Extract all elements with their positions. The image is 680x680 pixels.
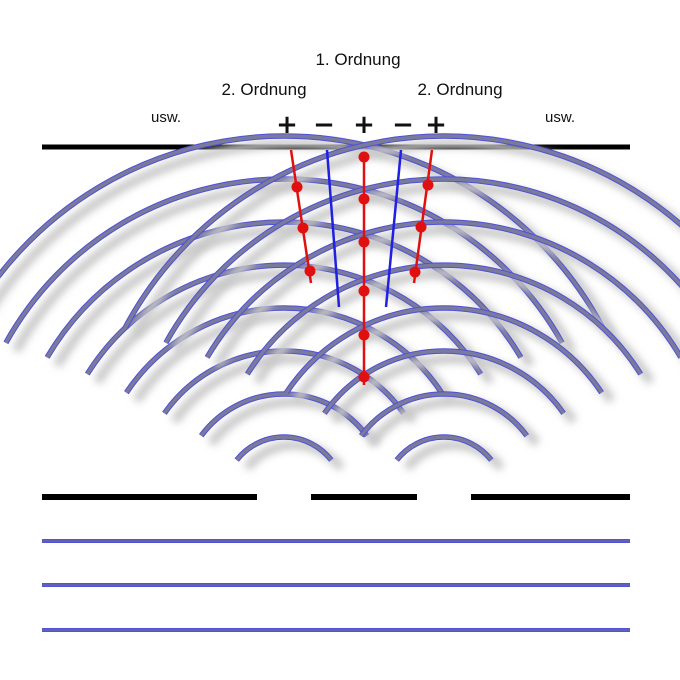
wave-shadow-right-4 — [253, 268, 655, 385]
sign-plus-right: + — [425, 110, 447, 140]
intersection-dot-0 — [358, 151, 370, 163]
intersection-dot-1 — [358, 193, 370, 205]
sign-plus-center: + — [353, 110, 375, 140]
maxima-line-2 — [412, 149, 434, 284]
sign-plus-left: + — [276, 110, 298, 140]
minima-line-0 — [325, 149, 341, 308]
intersection-dot-3 — [358, 285, 370, 297]
etc-label-right: usw. — [545, 109, 575, 126]
shadows — [55, 131, 640, 625]
wave-arc-right-7 — [123, 134, 680, 329]
wave-arc-right-1 — [359, 392, 529, 437]
intersection-dot-4 — [358, 329, 370, 341]
maxima-line-1 — [289, 149, 313, 284]
wave-arc-right-4 — [245, 263, 643, 376]
second-order-label-left: 2. Ordnung — [221, 80, 306, 99]
etc-label-left: usw. — [151, 109, 181, 126]
intersection-dot-8 — [304, 265, 316, 277]
wave-shadow-right-7 — [131, 139, 680, 338]
wave-arc-right-3 — [284, 306, 604, 394]
second-order-label-right: 2. Ordnung — [417, 80, 502, 99]
first-order-label: 1. Ordnung — [315, 50, 400, 69]
sign-minus-left: − — [313, 110, 335, 140]
wave-arc-left-1 — [199, 392, 369, 437]
sign-minus-right: − — [392, 110, 414, 140]
wave-arcs — [0, 133, 680, 471]
wave-arc-right-6 — [164, 177, 680, 344]
wave-arc-left-3 — [124, 306, 444, 394]
intersection-dot-7 — [297, 222, 309, 234]
wave-arc-left-0 — [235, 435, 333, 462]
intersection-dot-5 — [358, 371, 370, 383]
intersection-dot-2 — [358, 236, 370, 248]
intersection-dot-6 — [291, 181, 303, 193]
wave-arc-right-5 — [205, 220, 680, 359]
incoming-plane-waves — [42, 539, 630, 632]
intersection-dot-9 — [422, 179, 434, 191]
intersection-dot-11 — [409, 266, 421, 278]
minima-line-1 — [384, 149, 403, 308]
wave-arc-right-2 — [322, 349, 566, 415]
wave-arc-right-0 — [395, 435, 493, 462]
interference-lines — [289, 149, 434, 385]
intersection-dot-10 — [415, 221, 427, 233]
wave-shadow-left-4 — [93, 268, 495, 385]
intersection-dots — [291, 151, 434, 383]
wave-arc-left-6 — [4, 177, 564, 344]
